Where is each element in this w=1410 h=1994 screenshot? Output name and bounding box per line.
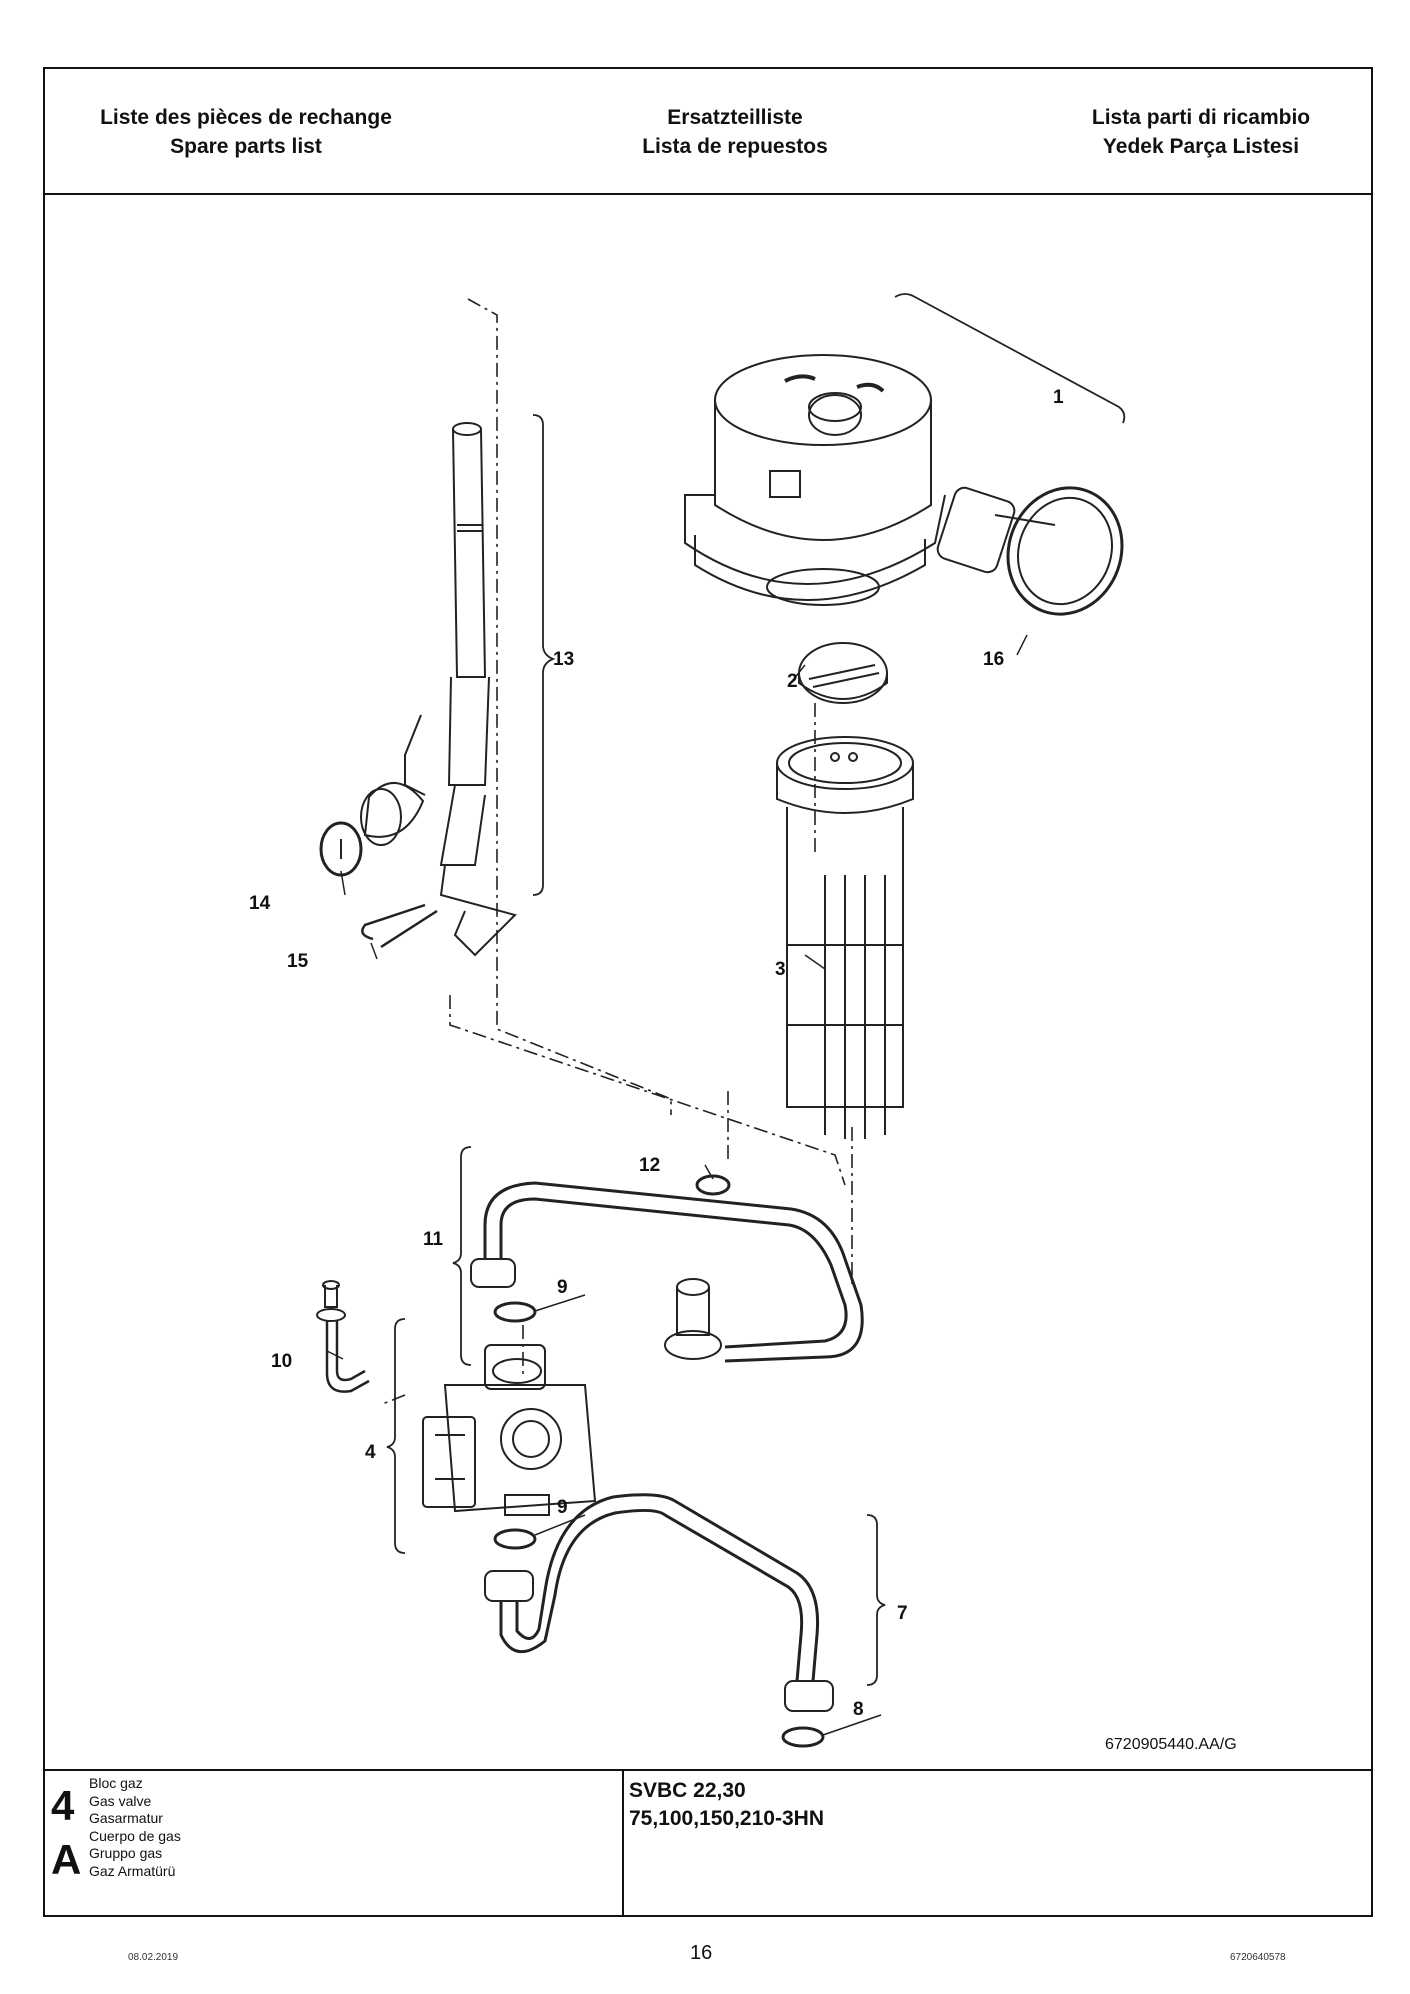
exploded-view-drawing: 1 2 3 4 7 8 9 9 10 11 12 13 14 15 16 672… — [45, 195, 1371, 1769]
model-line-1: SVBC 22,30 — [629, 1779, 746, 1802]
section-number: 4 — [51, 1782, 75, 1829]
part-8-ring — [781, 1726, 825, 1748]
assembly-guide-lines — [379, 298, 853, 1406]
exploded-view-svg: 1 2 3 4 7 8 9 9 10 11 12 13 14 15 16 672… — [249, 293, 1237, 1753]
section-letter: A — [51, 1836, 82, 1883]
callout-15: 15 — [287, 951, 309, 972]
callout-4: 4 — [365, 1442, 376, 1463]
model-designation: SVBC 22,30 75,100,150,210-3HN — [629, 1777, 824, 1833]
callout-1: 1 — [1053, 387, 1064, 408]
drawing-reference: 6720905440.AA/G — [1105, 1736, 1237, 1753]
part-3-burner — [776, 736, 914, 1139]
description-it: Gruppo gas — [89, 1845, 163, 1861]
callout-13: 13 — [553, 649, 574, 670]
leader-lines — [326, 634, 1028, 1736]
title-header: Liste des pièces de rechange Spare parts… — [45, 69, 1371, 195]
callout-11: 11 — [423, 1229, 444, 1250]
part-2-plate — [798, 642, 888, 704]
description-en: Gas valve — [89, 1792, 152, 1809]
document-code: 6720640578 — [1230, 1952, 1286, 1963]
part-11-pipe — [470, 1181, 864, 1363]
part-9-rings — [493, 1301, 537, 1550]
part-descriptions: Bloc gaz Gas valve Gasarmatur Cuerpo de … — [89, 1775, 181, 1880]
header-title-tr: Yedek Parça Listesi — [1102, 135, 1300, 158]
bracket-4 — [386, 1318, 406, 1554]
callout-2: 2 — [787, 671, 798, 692]
header-italian-turkish: Lista parti di ricambio Yedek Parça List… — [1051, 103, 1351, 161]
callout-10: 10 — [271, 1351, 292, 1372]
part-13-siphon — [360, 422, 517, 957]
callout-9-upper: 9 — [557, 1277, 568, 1298]
part-1-fan-blower — [684, 354, 1124, 616]
description-es: Cuerpo de gas — [89, 1827, 181, 1844]
callout-3: 3 — [775, 959, 786, 980]
callout-9-lower: 9 — [557, 1497, 568, 1518]
callout-16: 16 — [983, 649, 1004, 670]
description-tr: Gaz Armatürü — [89, 1862, 176, 1879]
bracket-13 — [532, 414, 556, 896]
part-12-ring — [695, 1174, 731, 1196]
part-14-cap — [319, 821, 363, 877]
model-line-2: 75,100,150,210-3HN — [629, 1807, 824, 1830]
header-title-it: Lista parti di ricambio — [1091, 106, 1311, 129]
header-german-spanish: Ersatzteilliste Lista de repuestos — [585, 103, 885, 161]
page-number: 16 — [690, 1942, 713, 1964]
callout-labels: 1 2 3 4 7 8 9 9 10 11 12 13 14 15 16 672… — [249, 387, 1237, 1753]
callout-12: 12 — [639, 1155, 660, 1176]
description-fr: Bloc gaz — [89, 1775, 143, 1791]
description-de: Gasarmatur — [89, 1810, 163, 1826]
bracket-1 — [894, 293, 1126, 424]
callout-14: 14 — [249, 893, 271, 914]
callout-7: 7 — [897, 1603, 908, 1624]
callout-8: 8 — [853, 1699, 864, 1720]
page-date: 08.02.2019 — [128, 1952, 179, 1963]
part-10-pin — [316, 1280, 370, 1393]
header-title-de: Ersatzteilliste — [667, 106, 803, 129]
section-footer: 4 A Bloc gaz Gas valve Gasarmatur Cuerpo… — [45, 1769, 1371, 1915]
footer-divider — [622, 1771, 624, 1915]
part-15-clip — [361, 903, 438, 949]
header-french-english: Liste des pièces de rechange Spare parts… — [81, 103, 411, 161]
grouping-brackets — [386, 293, 1126, 1686]
part-4-gas-valve — [422, 1344, 597, 1516]
page-frame: Liste des pièces de rechange Spare parts… — [43, 67, 1373, 1917]
bracket-11 — [452, 1146, 472, 1366]
bracket-7 — [866, 1514, 886, 1686]
header-title-fr: Liste des pièces de rechange — [100, 106, 392, 129]
header-title-es: Lista de repuestos — [642, 135, 828, 158]
header-title-en: Spare parts list — [170, 135, 322, 158]
part-7-pipe — [484, 1493, 834, 1712]
